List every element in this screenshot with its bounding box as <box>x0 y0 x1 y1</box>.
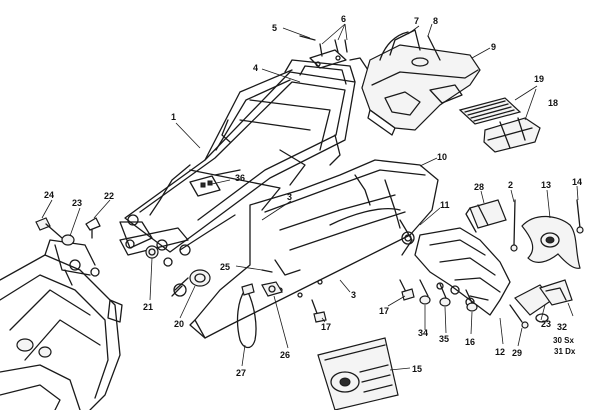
tool-roll <box>483 117 541 153</box>
frame-bolts <box>125 239 191 267</box>
callout-14: 14 <box>572 177 582 187</box>
callout-2: 2 <box>508 180 513 190</box>
callout-28: 28 <box>474 182 484 192</box>
callout-7: 7 <box>414 16 419 26</box>
turn-signals <box>509 279 573 329</box>
callout-18: 18 <box>548 98 558 108</box>
callout-30: 30 Sx <box>553 336 574 345</box>
callout-25: 25 <box>220 262 230 272</box>
label-plate <box>189 175 221 197</box>
callout-22: 22 <box>104 191 114 201</box>
center-bolt <box>311 299 327 323</box>
bolt-14 <box>576 199 584 234</box>
callout-10: 10 <box>437 152 447 162</box>
callout-35: 35 <box>439 334 449 344</box>
cable-clip <box>261 269 283 297</box>
callout-13: 13 <box>541 180 551 190</box>
callout-11: 11 <box>440 200 450 210</box>
mudguard-bracket <box>521 215 581 269</box>
callout-labels: 1 2 3 3 4 5 6 7 8 9 10 11 12 13 14 15 16… <box>44 14 582 378</box>
callout-27: 27 <box>236 368 246 378</box>
callout-6: 6 <box>341 14 346 24</box>
callout-29: 29 <box>512 348 522 358</box>
callout-17b: 17 <box>379 306 389 316</box>
callout-23b: 23 <box>541 319 551 329</box>
undertray <box>361 29 481 136</box>
small-fasteners <box>419 279 478 312</box>
document-pouch <box>458 97 522 125</box>
callout-5: 5 <box>272 23 277 33</box>
callout-1: 1 <box>171 112 176 122</box>
callout-31: 31 Dx <box>554 347 576 356</box>
tail-light <box>465 199 507 233</box>
left-bolts <box>35 217 101 246</box>
callout-9: 9 <box>491 42 496 52</box>
bolt-2 <box>510 199 518 252</box>
callout-32: 32 <box>557 322 567 332</box>
callout-20: 20 <box>174 319 184 329</box>
callout-34: 34 <box>418 328 428 338</box>
leader-lines <box>41 23 579 371</box>
callout-36: 36 <box>235 173 245 183</box>
callout-4: 4 <box>253 63 258 73</box>
callout-8: 8 <box>433 16 438 26</box>
callout-24: 24 <box>44 190 54 200</box>
callout-17a: 17 <box>321 322 331 332</box>
callout-23a: 23 <box>72 198 82 208</box>
callout-12: 12 <box>495 347 505 357</box>
callout-3a: 3 <box>287 192 292 202</box>
seat-release-cable <box>236 283 257 349</box>
owners-manual <box>317 337 399 410</box>
right-bolt <box>399 279 415 301</box>
callout-21: 21 <box>143 302 153 312</box>
rear-subframe <box>119 59 356 256</box>
callout-15: 15 <box>412 364 422 374</box>
callout-26: 26 <box>280 350 290 360</box>
callout-16: 16 <box>465 337 475 347</box>
rear-fender-body <box>189 159 439 339</box>
callout-19: 19 <box>534 74 544 84</box>
callout-3b: 3 <box>351 290 356 300</box>
seat-lock-bracket <box>299 35 369 89</box>
main-frame-fragment <box>0 239 123 410</box>
bushing-20 <box>171 269 211 297</box>
